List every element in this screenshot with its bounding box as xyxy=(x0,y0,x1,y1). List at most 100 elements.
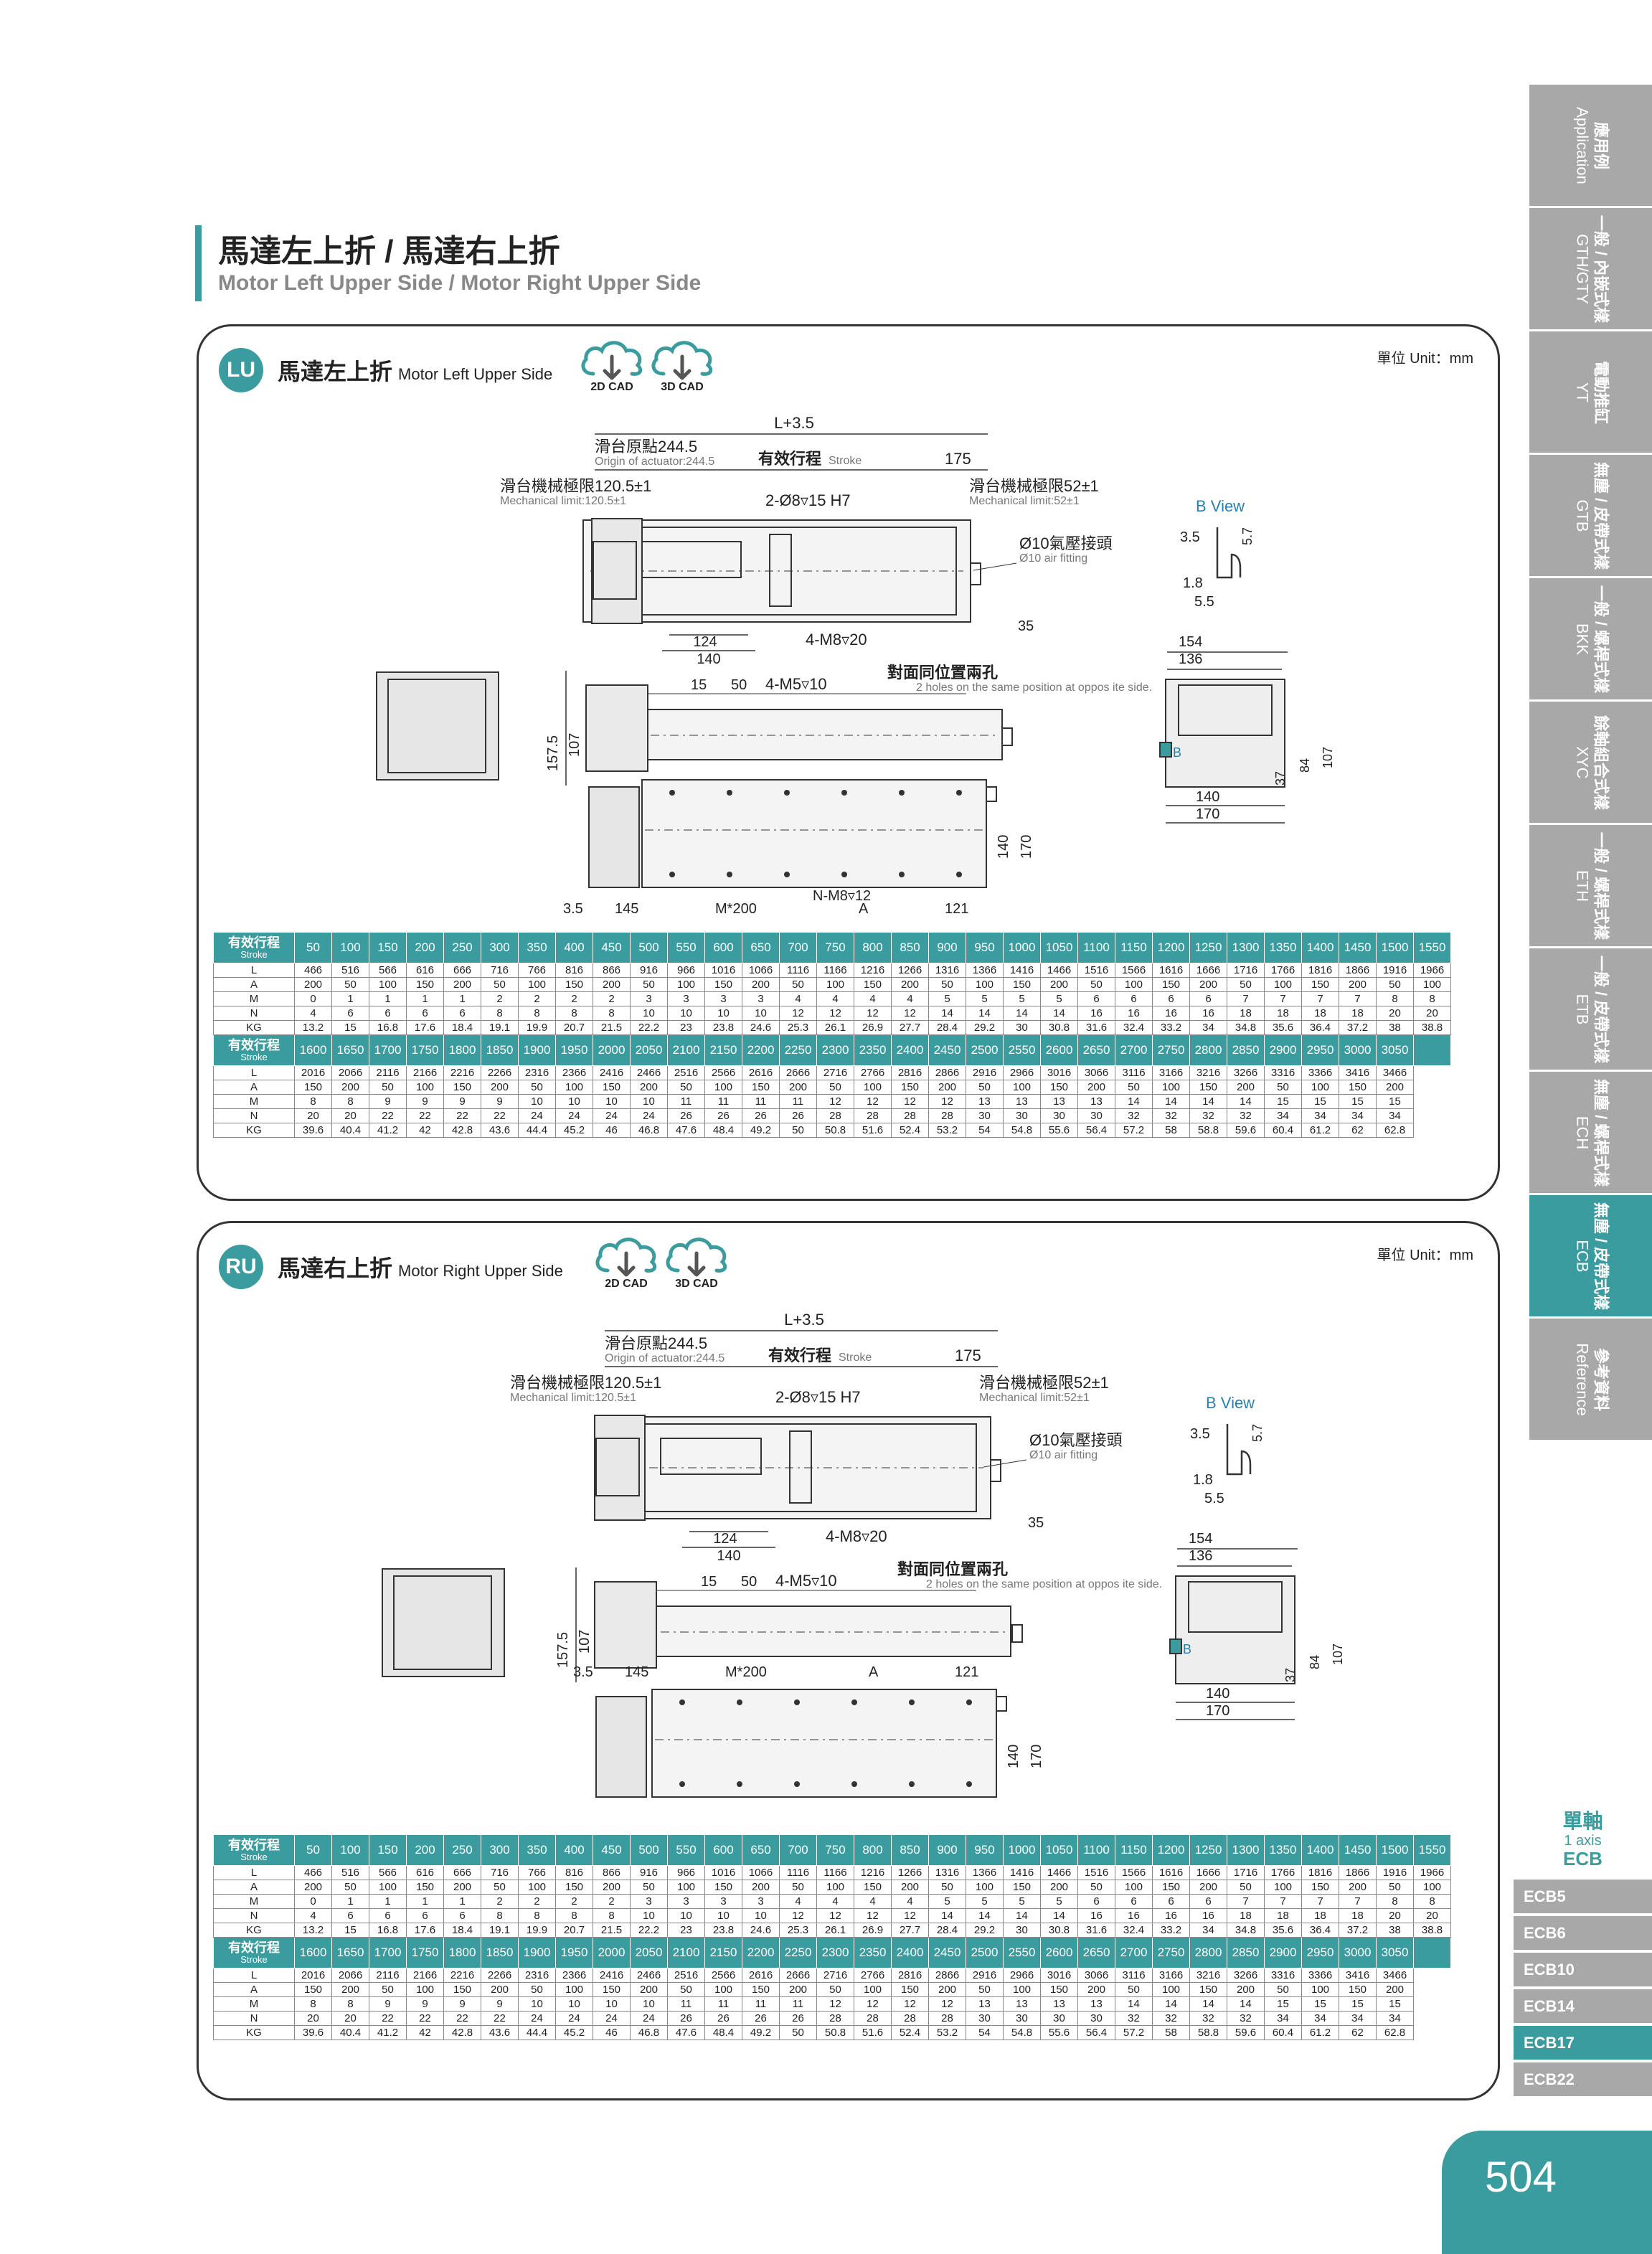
table-cell: 200 xyxy=(331,1080,369,1095)
stroke-value: 400 xyxy=(555,1834,593,1866)
table-cell: 49.2 xyxy=(742,1123,780,1138)
table-cell: 50 xyxy=(1264,1982,1302,1997)
side-tab-zh: 無塵 / 皮帶式樣 xyxy=(1591,461,1610,570)
stroke-value: 2250 xyxy=(779,1937,817,1968)
stroke-head-en: Stroke xyxy=(240,1051,268,1062)
cad-2d-button[interactable]: 2D CAD xyxy=(592,1233,661,1295)
table-cell: 3 xyxy=(704,991,742,1006)
table-cell: 200 xyxy=(593,977,631,992)
product-nav-ecb14[interactable]: ECB14 xyxy=(1514,1989,1652,2023)
table-cell: 1 xyxy=(369,1894,407,1909)
table-cell: 20.7 xyxy=(555,1923,593,1938)
dim-157-5: 157.5 xyxy=(555,1632,571,1668)
table-cell: 9 xyxy=(369,1996,407,2012)
dim-107-b: 107 xyxy=(1331,1644,1345,1665)
table-cell: 10 xyxy=(630,1908,668,1923)
m8-20-label: 4-M8▿20 xyxy=(826,1527,887,1545)
table-cell: 2916 xyxy=(966,1065,1004,1080)
dim-145: 145 xyxy=(615,901,638,917)
table-cell: 14 xyxy=(1227,1094,1265,1109)
table-cell: 150 xyxy=(1040,1982,1078,1997)
table-cell: 14 xyxy=(1115,1094,1153,1109)
table-cell: 29.2 xyxy=(966,1923,1004,1938)
table-cell: 5 xyxy=(966,1894,1004,1909)
table-cell: 18 xyxy=(1264,1908,1302,1923)
table-cell: 2466 xyxy=(630,1968,668,1983)
filler-cell xyxy=(1413,1034,1451,1066)
stroke-value: 2150 xyxy=(704,1034,742,1066)
table-cell: 24.6 xyxy=(742,1020,780,1035)
table-cell: 47.6 xyxy=(667,1123,705,1138)
air-fitting-en: Ø10 air fitting xyxy=(1019,552,1087,565)
dim-170-end: 170 xyxy=(1196,806,1219,822)
row-label: N xyxy=(213,1908,295,1923)
table-cell: 32 xyxy=(1152,2011,1190,2026)
stroke-value: 2600 xyxy=(1040,1034,1078,1066)
table-cell: 30 xyxy=(1040,2011,1078,2026)
table-cell: 50.8 xyxy=(816,1123,854,1138)
row-label: L xyxy=(213,1968,295,1983)
dim-a: A xyxy=(869,1664,879,1680)
product-nav-ecb10[interactable]: ECB10 xyxy=(1514,1953,1652,1986)
table-cell: 31.6 xyxy=(1077,1923,1115,1938)
table-cell: 3416 xyxy=(1339,1065,1377,1080)
table-cell: 2116 xyxy=(369,1968,407,1983)
stroke-label-zh: 有效行程 xyxy=(768,1347,831,1364)
table-cell: 59.6 xyxy=(1227,2025,1265,2040)
table-cell: 2016 xyxy=(294,1968,332,1983)
table-cell: 100 xyxy=(966,1880,1004,1895)
cad-2d-button[interactable]: 2D CAD xyxy=(577,336,646,398)
cad-3d-button[interactable]: 3D CAD xyxy=(662,1233,731,1295)
table-cell: 47.6 xyxy=(667,2025,705,2040)
table-cell: 8 xyxy=(331,1996,369,2012)
cad-3d-button[interactable]: 3D CAD xyxy=(648,336,717,398)
table-cell: 100 xyxy=(667,1880,705,1895)
table-cell: 2416 xyxy=(593,1968,631,1983)
table-cell: 12 xyxy=(891,1908,929,1923)
panel-title-en: Motor Left Upper Side xyxy=(398,365,553,383)
table-cell: 150 xyxy=(1339,1982,1377,1997)
hole-mark xyxy=(794,1699,800,1705)
table-cell: 1466 xyxy=(1040,1865,1078,1880)
stroke-value: 2500 xyxy=(966,1937,1004,1968)
panel-badge: RU xyxy=(219,1245,263,1289)
product-nav-ecb6[interactable]: ECB6 xyxy=(1514,1916,1652,1950)
table-cell: 46.8 xyxy=(630,2025,668,2040)
table-cell: 3 xyxy=(742,991,780,1006)
stroke-value: 950 xyxy=(966,932,1004,963)
table-cell: 50 xyxy=(928,1880,966,1895)
hole-mark xyxy=(841,790,847,796)
table-cell: 516 xyxy=(331,963,369,978)
product-nav-ecb17[interactable]: ECB17 xyxy=(1514,2026,1652,2060)
product-nav-ecb22[interactable]: ECB22 xyxy=(1514,2062,1652,2096)
table-cell: 32 xyxy=(1152,1108,1190,1123)
side-body xyxy=(656,1605,1011,1657)
table-cell: 50 xyxy=(1077,1880,1115,1895)
table-cell: 28 xyxy=(816,1108,854,1123)
product-nav-ecb5[interactable]: ECB5 xyxy=(1514,1880,1652,1913)
table-cell: 4 xyxy=(294,1908,332,1923)
row-label: M xyxy=(213,991,295,1006)
row-label: N xyxy=(213,1108,295,1123)
table-cell: 566 xyxy=(369,1865,407,1880)
cad-label: 3D CAD xyxy=(661,381,704,393)
table-cell: 17.6 xyxy=(406,1020,444,1035)
table-cell: 150 xyxy=(406,1880,444,1895)
table-cell: 60.4 xyxy=(1264,2025,1302,2040)
table-cell: 8 xyxy=(1376,1894,1414,1909)
